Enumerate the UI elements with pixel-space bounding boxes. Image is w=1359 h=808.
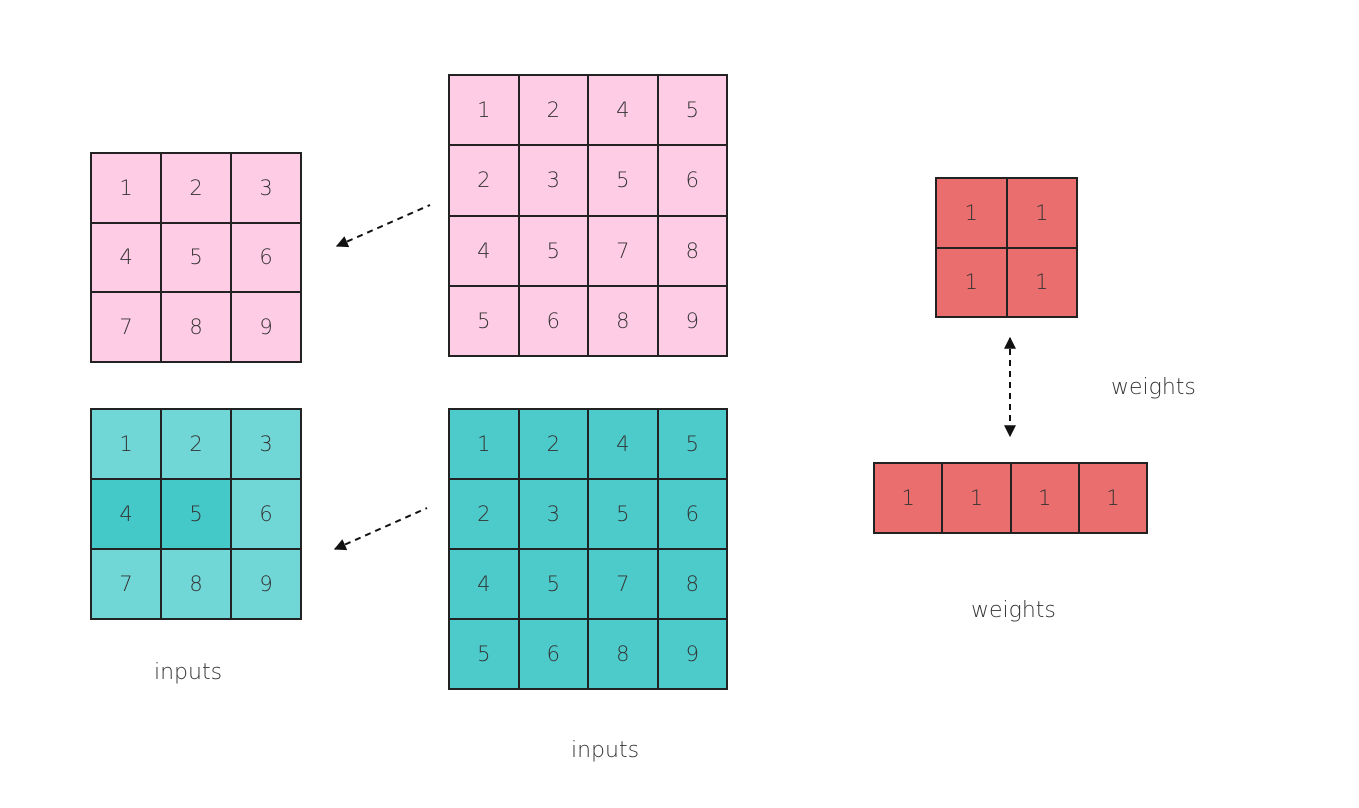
grid-cell: 7 [588, 549, 658, 619]
grid-cell: 4 [588, 75, 658, 146]
grid-cell: 5 [449, 619, 519, 689]
grid-cell: 8 [161, 292, 231, 362]
grid-cell: 6 [657, 479, 727, 549]
inputs-label-center: inputs [571, 738, 640, 763]
grid-cell: 1 [449, 409, 519, 479]
grid-cell: 9 [231, 292, 301, 362]
grid-cell: 3 [231, 409, 301, 479]
grid-cell: 2 [449, 479, 519, 549]
grid-cell: 8 [588, 619, 658, 689]
grid-cell: 5 [161, 222, 231, 293]
grid-cell: 6 [231, 479, 301, 549]
grid-cell: 6 [657, 145, 727, 216]
weights-label-upper: weights [1111, 375, 1196, 400]
grid-cell: 7 [588, 215, 658, 286]
grid-cell: 9 [231, 549, 301, 619]
grid-cell: 1 [936, 247, 1007, 317]
grid-cell: 6 [231, 222, 301, 293]
grid-cell: 5 [449, 285, 519, 356]
grid-cell: 8 [657, 215, 727, 286]
grid-cell: 7 [91, 549, 161, 619]
grid-cell: 5 [588, 145, 658, 216]
grid-cell: 5 [588, 479, 658, 549]
grid-cell: 8 [588, 285, 658, 356]
grid-cell: 3 [518, 479, 588, 549]
weights-label-lower: weights [971, 598, 1056, 623]
grid-cell: 9 [657, 619, 727, 689]
grid-cell: 1 [1006, 247, 1077, 317]
grid-cell: 9 [657, 285, 727, 356]
grid-cell: 1 [936, 178, 1007, 248]
grid-cell: 4 [449, 549, 519, 619]
grid-cell: 4 [91, 222, 161, 293]
grid-cell: 1 [942, 463, 1011, 533]
grid-cell: 3 [231, 153, 301, 223]
grid-cell: 6 [518, 285, 588, 356]
grid-cell: 1 [449, 75, 519, 146]
grid-cell: 5 [161, 479, 231, 549]
grid-cell: 2 [518, 409, 588, 479]
grid-cell: 2 [161, 153, 231, 223]
pink-unfold-arrow [335, 204, 431, 248]
grid-cell: 1 [91, 409, 161, 479]
grid-cell: 5 [657, 75, 727, 146]
grid-cell: 4 [91, 479, 161, 549]
grid-cell: 8 [657, 549, 727, 619]
grid-cell: 1 [1010, 463, 1079, 533]
grid-cell: 2 [161, 409, 231, 479]
inputs-label-left: inputs [154, 660, 223, 685]
grid-cell: 1 [1006, 178, 1077, 248]
grid-cell: 3 [518, 145, 588, 216]
grid-cell: 1 [91, 153, 161, 223]
grid-cell: 5 [518, 215, 588, 286]
grid-cell: 4 [449, 215, 519, 286]
grid-cell: 1 [1078, 463, 1147, 533]
grid-cell: 5 [657, 409, 727, 479]
grid-cell: 5 [518, 549, 588, 619]
grid-cell: 6 [518, 619, 588, 689]
grid-cell: 2 [518, 75, 588, 146]
grid-cell: 4 [588, 409, 658, 479]
grid-cell: 7 [91, 292, 161, 362]
teal-unfold-arrow [333, 507, 428, 551]
grid-cell: 2 [449, 145, 519, 216]
grid-cell: 8 [161, 549, 231, 619]
grid-cell: 1 [874, 463, 943, 533]
